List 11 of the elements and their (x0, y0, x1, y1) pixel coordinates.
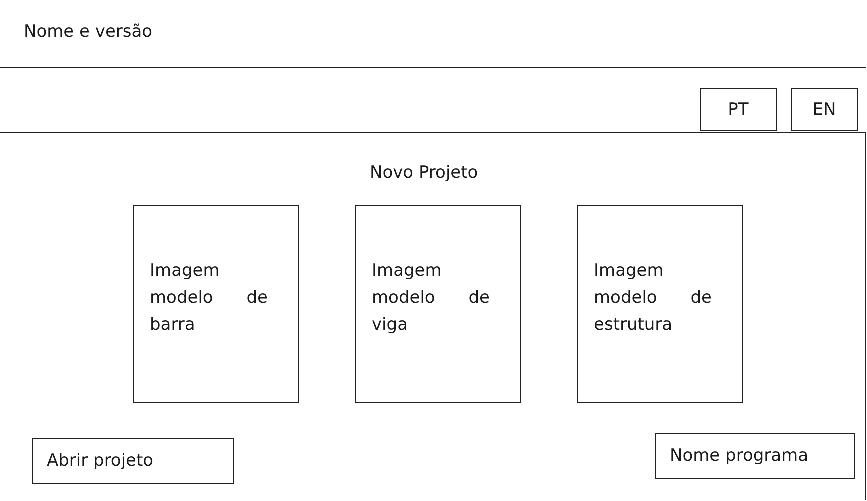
button: Nome programa (655, 433, 855, 479)
section-heading: Novo Projeto (370, 163, 478, 183)
toolbar-band (0, 67, 866, 133)
app-title: Nome e versão (24, 21, 153, 44)
header-band (0, 0, 866, 68)
language-button: PT (700, 88, 777, 131)
image-card: Imagem modelo de viga (355, 205, 521, 403)
button: Abrir projeto (32, 438, 234, 484)
image-card: Imagem modelo de estrutura (577, 205, 743, 403)
image-card: Imagem modelo de barra (133, 205, 299, 403)
language-button: EN (791, 88, 858, 131)
